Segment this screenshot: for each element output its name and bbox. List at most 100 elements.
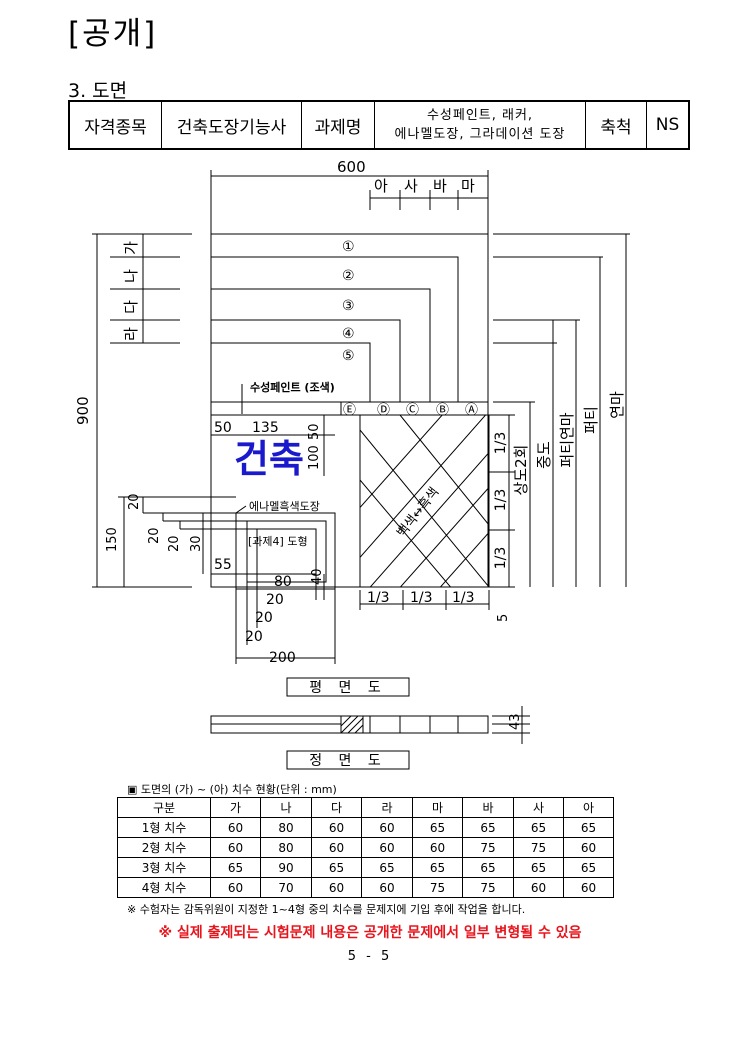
dims-header-row: 구분 가 나 다 라 마 바 사 아 [117, 797, 614, 818]
dims-cell: 3형 치수 [117, 857, 211, 878]
dim-30: 30 [189, 535, 204, 552]
cell-task-label: 과제명 [301, 100, 375, 150]
cell-qualification-label: 자격종목 [68, 100, 162, 150]
dims-cell: 65 [462, 857, 514, 878]
front-label-box [286, 750, 410, 770]
dim-20f: 20 [245, 629, 263, 645]
dims-cell: 65 [513, 817, 564, 838]
dims-cell: 60 [210, 877, 261, 898]
dims-cell: 80 [260, 837, 312, 858]
note: ※ 수험자는 감독위원이 지정한 1~4형 중의 치수를 문제지에 기입 후에 … [127, 903, 526, 916]
task-line-2: 에나멜도장, 그라데이션 도장 [394, 127, 566, 142]
enamel-label: 에나멜흑색도장 [249, 499, 320, 513]
third-label: 1/3 [493, 547, 509, 570]
third-label: 1/3 [493, 489, 509, 512]
layer-label: 연마 [608, 391, 626, 419]
dims-legend: ▣ 도면의 (가) ~ (아) 치수 현황(단위 : mm) [127, 783, 337, 796]
dim-20a: 20 [127, 493, 142, 510]
dims-cell: 75 [513, 837, 564, 858]
circled-number: ② [342, 268, 355, 284]
header-cell: 다 [311, 797, 362, 818]
circled-letter: Ⓒ [406, 403, 419, 418]
dim-200: 200 [269, 650, 296, 666]
dim-letter: 가 [122, 241, 140, 255]
dims-cell: 2형 치수 [117, 837, 211, 858]
dims-cell: 65 [412, 817, 463, 838]
cell-scale-label: 축척 [585, 100, 647, 150]
header-cell: 나 [260, 797, 312, 818]
cell-scale-value: NS [646, 100, 690, 150]
third-label: 1/3 [367, 590, 390, 606]
circled-letter: Ⓐ [465, 403, 478, 418]
plan-label: 평 면 도 [309, 680, 387, 696]
info-table: 자격종목 건축도장기능사 과제명 수성페인트, 래커, 에나멜도장, 그라데이션… [68, 100, 690, 150]
dims-cell: 75 [462, 837, 514, 858]
board-outline [210, 233, 489, 588]
dims-cell: 60 [311, 837, 362, 858]
dims-cell: 75 [462, 877, 514, 898]
dims-cell: 65 [462, 817, 514, 838]
layer-label: 상도2회 [512, 445, 530, 496]
dim-600: 600 [337, 158, 366, 176]
dims-cell: 65 [311, 857, 362, 878]
header-cell: 아 [563, 797, 614, 818]
circled-letter: Ⓔ [343, 403, 356, 418]
dim-letter: 바 [433, 177, 447, 195]
task-box-label: [과제4] 도형 [248, 535, 308, 548]
dims-cell: 4형 치수 [117, 877, 211, 898]
water-paint-label: 수성페인트 (조색) [250, 380, 335, 394]
circled-number: ① [342, 239, 355, 255]
dim-20b: 20 [147, 527, 162, 544]
dim-5: 5 [496, 614, 511, 622]
header-cell: 사 [513, 797, 564, 818]
circled-number: ③ [342, 298, 355, 314]
dims-cell: 90 [260, 857, 312, 878]
dims-cell: 60 [361, 817, 413, 838]
layer-label: 중도 [535, 441, 553, 469]
dims-cell: 60 [412, 837, 463, 858]
dim-135: 135 [252, 420, 279, 436]
layer-label: 퍼티연마 [558, 412, 576, 467]
dims-cell: 70 [260, 877, 312, 898]
dims-cell: 60 [311, 817, 362, 838]
dim-20e: 20 [255, 610, 273, 626]
page-number: 5 - 5 [347, 949, 393, 964]
dim-40: 40 [310, 568, 325, 585]
big-text: 건축 [234, 437, 304, 481]
dims-cell: 60 [361, 877, 413, 898]
dim-20d: 20 [266, 592, 284, 608]
dim-letter: 아 [374, 177, 388, 195]
dim-150: 150 [105, 527, 120, 552]
circled-number: ④ [342, 326, 355, 342]
dim-20c: 20 [167, 535, 182, 552]
header-cell: 라 [361, 797, 413, 818]
dim-900: 900 [74, 396, 92, 425]
dims-cell: 60 [513, 877, 564, 898]
third-label: 1/3 [493, 432, 509, 455]
header-cell: 마 [412, 797, 463, 818]
dim-43: 43 [508, 713, 523, 730]
dims-cell: 65 [513, 857, 564, 878]
dim-100: 100 [307, 445, 322, 470]
dim-letter: 마 [461, 177, 475, 195]
dims-cell: 80 [260, 817, 312, 838]
circled-number: ⑤ [342, 348, 355, 364]
dim-letter: 라 [122, 327, 140, 341]
circled-letter: Ⓓ [377, 403, 390, 418]
dim-50: 50 [214, 420, 232, 436]
dims-cell: 60 [210, 837, 261, 858]
front-label: 정 면 도 [309, 753, 387, 769]
dims-cell: 60 [361, 837, 413, 858]
plan-label-box [286, 677, 410, 697]
third-label: 1/3 [410, 590, 433, 606]
dim-letter: 나 [122, 269, 140, 283]
dims-cell: 65 [563, 817, 614, 838]
dims-cell: 60 [311, 877, 362, 898]
dim-50b: 50 [307, 423, 322, 440]
dims-cell: 1형 치수 [117, 817, 211, 838]
dim-letter: 사 [404, 177, 418, 195]
